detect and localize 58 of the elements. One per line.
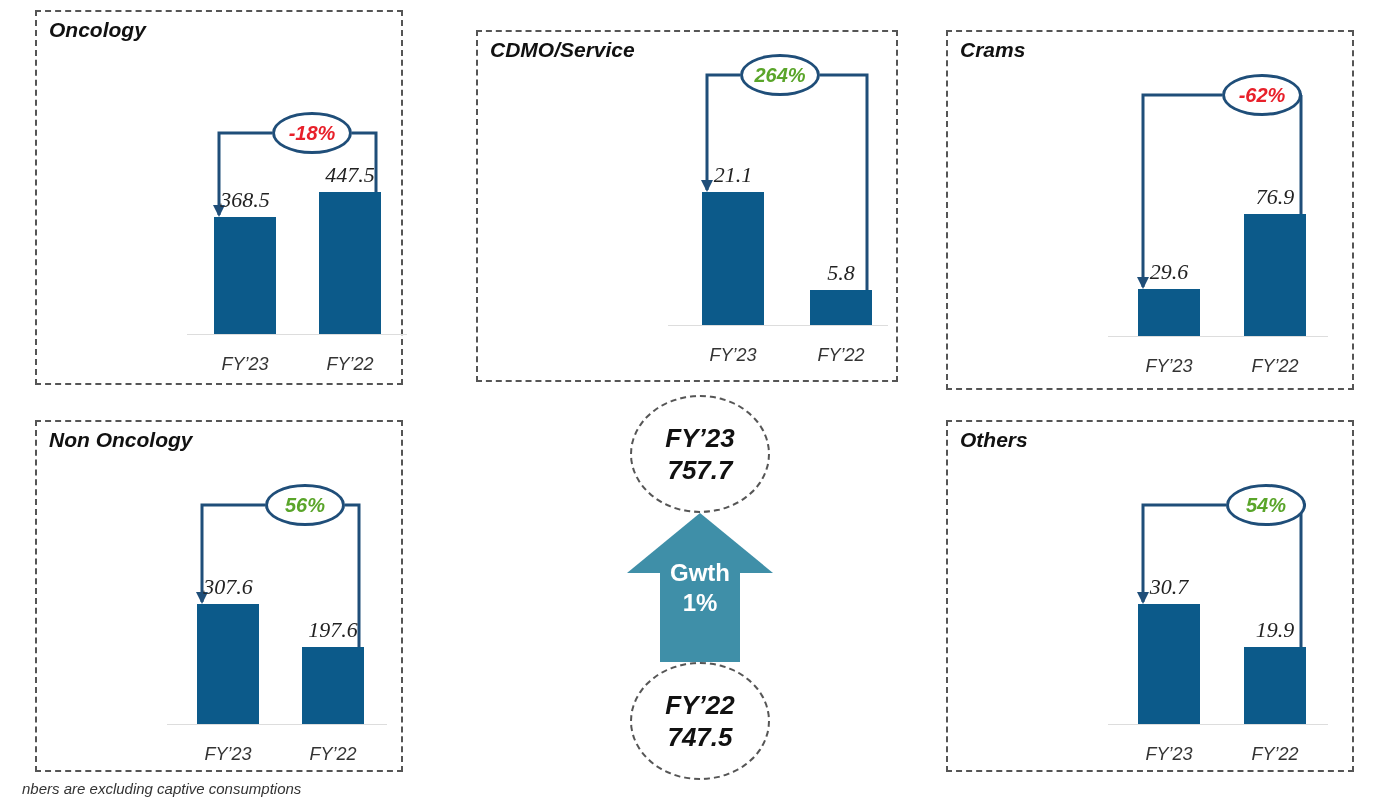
value-label: 30.7 [1149, 574, 1189, 600]
value-label: 76.9 [1255, 184, 1295, 210]
connector-arrow [701, 73, 740, 192]
connector-arrow [1137, 93, 1222, 289]
connector-arrow [1137, 503, 1226, 604]
value-label: 307.6 [203, 574, 253, 600]
connector-arrow [196, 503, 265, 604]
total-text: FY’22 [665, 689, 735, 721]
panel-title: Oncology [49, 18, 146, 42]
growth-oval: -62% [1222, 74, 1302, 116]
panel-title: Crams [960, 38, 1026, 62]
chart-panel [946, 30, 1354, 390]
bar [319, 192, 381, 334]
value-label: 19.9 [1255, 617, 1295, 643]
growth-oval: -18% [272, 112, 352, 154]
value-label: 5.8 [827, 260, 855, 286]
panel-title: Others [960, 428, 1028, 452]
axis-label: FY’22 [326, 354, 374, 375]
growth-oval: 264% [740, 54, 820, 96]
connector-arrow [213, 131, 272, 217]
bar [1244, 214, 1306, 336]
value-label: 21.1 [713, 162, 753, 188]
bar [197, 604, 259, 724]
bar [1244, 647, 1306, 724]
bar [1138, 289, 1200, 336]
footnote: nbers are excluding captive consumptions [22, 780, 302, 797]
total-text: FY’23 [665, 422, 735, 454]
panel-title: CDMO/Service [490, 38, 635, 62]
bar [810, 290, 872, 325]
value-label: 447.5 [325, 162, 375, 188]
total-circle [630, 395, 770, 513]
bar [302, 647, 364, 724]
total-text: 747.5 [667, 721, 733, 753]
value-label: 368.5 [220, 187, 270, 213]
value-label: 29.6 [1149, 259, 1189, 285]
axis-label: FY’23 [1145, 744, 1193, 765]
axis-label: FY’23 [204, 744, 252, 765]
value-label: 197.6 [308, 617, 358, 643]
axis-label: FY’22 [1251, 744, 1299, 765]
chart-panel [35, 420, 403, 772]
bar [702, 192, 764, 325]
chart-panel [946, 420, 1354, 772]
axis-label: FY’23 [1145, 356, 1193, 377]
total-circle [630, 662, 770, 780]
chart-panel [476, 30, 898, 382]
axis-label: FY’22 [309, 744, 357, 765]
axis-label: FY’23 [709, 345, 757, 366]
growth-oval: 56% [265, 484, 345, 526]
total-text: 757.7 [667, 454, 733, 486]
axis-label: FY’23 [221, 354, 269, 375]
panel-title: Non Oncology [49, 428, 193, 452]
edge-label: Gwth 1% [669, 557, 731, 618]
axis-label: FY’22 [817, 345, 865, 366]
block-arrow [627, 513, 773, 662]
axis-label: FY’22 [1251, 356, 1299, 377]
growth-oval: 54% [1226, 484, 1306, 526]
bar [214, 217, 276, 334]
bar [1138, 604, 1200, 724]
